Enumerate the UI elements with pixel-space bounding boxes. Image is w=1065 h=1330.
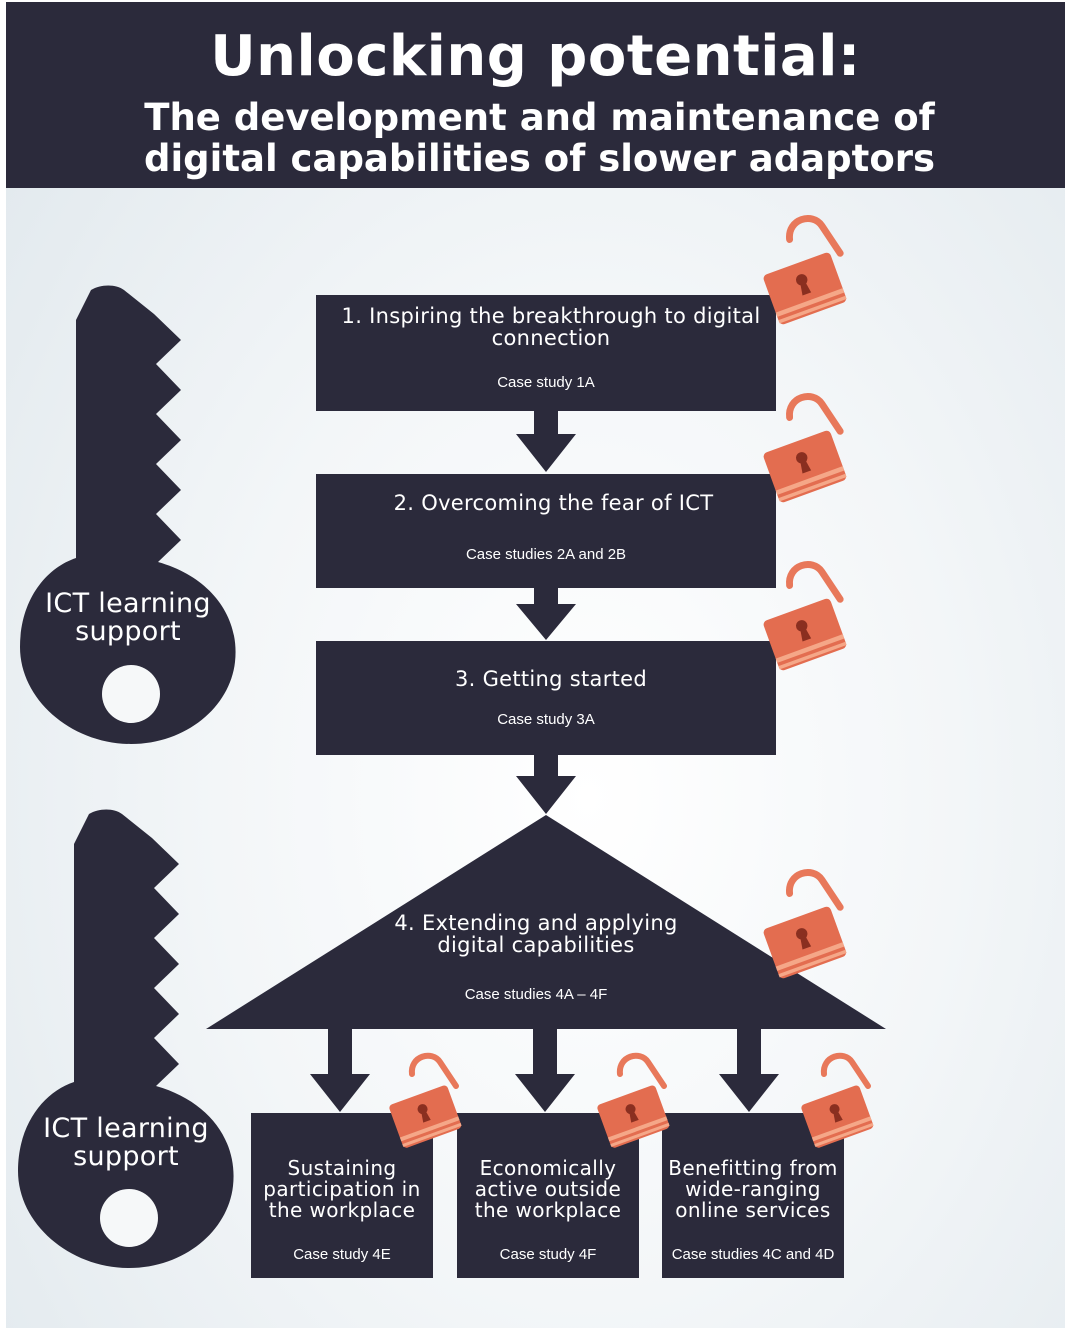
flow-diagram <box>18 2 886 1278</box>
outcome-title-line: online services <box>675 1198 831 1222</box>
down-arrow-icon <box>516 586 576 640</box>
step-title-line: digital capabilities <box>437 933 635 957</box>
outcome-3-case: Case studies 4C and 4D <box>671 1246 835 1263</box>
step-4-title: 4. Extending and applying digital capabi… <box>366 912 706 956</box>
subtitle-line-2: digital capabilities of slower adaptors <box>143 137 936 180</box>
outcome-title-line: wide-ranging <box>685 1177 821 1201</box>
key-label-line: ICT learning <box>45 588 211 619</box>
step-3-case: Case study 3A <box>497 711 595 728</box>
step-1-case: Case study 1A <box>497 374 595 391</box>
key-label-line: support <box>73 1141 179 1172</box>
outcome-2-case: Case study 4F <box>499 1246 597 1263</box>
step-3-title: 3. Getting started <box>454 667 648 691</box>
page-title: Unlocking potential: <box>210 24 861 89</box>
outcome-3-title: Benefitting from wide-ranging online ser… <box>662 1158 844 1221</box>
down-arrow-icon <box>719 1027 779 1112</box>
key-icon <box>20 285 236 744</box>
step-2-box <box>316 474 776 588</box>
outcome-title-line: active outside <box>474 1177 622 1201</box>
outcome-title-line: participation in <box>263 1177 421 1201</box>
step-title-line: connection <box>491 326 611 350</box>
outcome-2-title: Economically active outside the workplac… <box>457 1158 639 1221</box>
key-2-label: ICT learning support <box>24 1115 228 1171</box>
step-4-triangle <box>206 815 886 1029</box>
infographic-canvas: Unlocking potential: The development and… <box>6 2 1065 1328</box>
step-title-line: 4. Extending and applying <box>394 911 678 935</box>
open-padlock-icon <box>800 1056 874 1149</box>
step-3-box <box>316 641 776 755</box>
down-arrow-icon <box>310 1027 370 1112</box>
key-1-label: ICT learning support <box>26 590 230 646</box>
open-padlock-icon <box>596 1056 670 1149</box>
header-banner: Unlocking potential: The development and… <box>6 2 1065 188</box>
step-1-box <box>316 295 776 411</box>
outcome-1-title: Sustaining participation in the workplac… <box>251 1158 433 1221</box>
key-icon <box>18 809 234 1268</box>
outcome-title-line: Economically <box>479 1156 617 1180</box>
key-label-line: ICT learning <box>43 1113 209 1144</box>
step-1-title: 1. Inspiring the breakthrough to digital… <box>316 305 786 349</box>
step-2-title: 2. Overcoming the fear of ICT <box>393 491 714 515</box>
outcome-title-line: the workplace <box>474 1198 622 1222</box>
outcome-title-line: Sustaining <box>287 1156 397 1180</box>
open-padlock-icon <box>388 1056 462 1149</box>
down-arrow-icon <box>515 1027 575 1112</box>
subtitle-line-1: The development and maintenance of <box>144 96 935 139</box>
step-4-case: Case studies 4A – 4F <box>464 986 608 1003</box>
step-2-case: Case studies 2A and 2B <box>465 546 627 563</box>
down-arrow-icon <box>516 409 576 472</box>
step-title-line: 1. Inspiring the breakthrough to digital <box>341 304 761 328</box>
outcome-title-line: Benefitting from <box>668 1156 838 1180</box>
open-padlock-icon <box>762 873 847 980</box>
outcome-2-box <box>457 1113 639 1278</box>
open-padlock-icon <box>762 397 847 504</box>
down-arrow-icon <box>516 753 576 814</box>
outcome-1-case: Case study 4E <box>293 1246 391 1263</box>
outcome-title-line: the workplace <box>268 1198 416 1222</box>
key-label-line: support <box>75 616 181 647</box>
